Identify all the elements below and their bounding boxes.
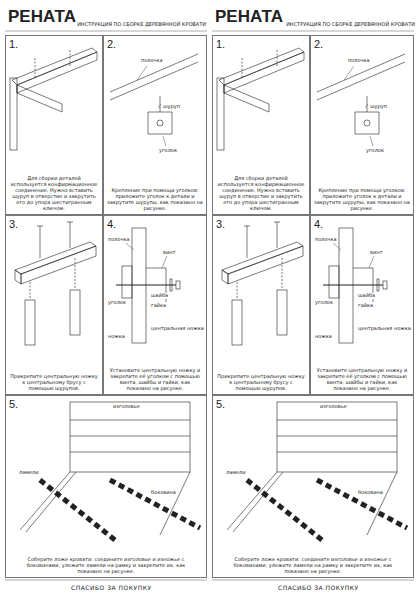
step-caption: Для сборки деталей используется конфирма… xyxy=(9,175,99,211)
part-label: ножка xyxy=(314,334,333,340)
part-label: полочка xyxy=(314,237,338,243)
step-number: 5. xyxy=(216,398,225,410)
step-number: 4. xyxy=(314,218,323,230)
step-panel: 3. Прикрепите центральную ножку к централ… xyxy=(5,215,103,395)
step-number: 5. xyxy=(9,398,18,410)
step-panel: 1. Для сборки деталей используется конфир… xyxy=(5,35,103,215)
part-label: боковина xyxy=(357,490,384,496)
part-label: СПАСИБО ЗА ПОКУПКУ xyxy=(277,585,360,592)
part-label: изголовье xyxy=(112,404,141,410)
part-label: винт xyxy=(162,250,176,256)
part-label: боковина xyxy=(150,490,177,496)
part-label: уголок xyxy=(107,300,127,306)
part-label: уголок xyxy=(158,148,178,154)
step-panel: 1. Для сборки деталей используется конфир… xyxy=(212,35,310,215)
part-label: ИНСТРУКЦИЯ ПО СБОРКЕ ДЕРЕВЯННОЙ КРОВАТИ xyxy=(76,22,207,28)
step-caption: Крепление при помощи уголков: приложите … xyxy=(314,187,410,211)
part-label: ИНСТРУКЦИЯ ПО СБОРКЕ ДЕРЕВЯННОЙ КРОВАТИ xyxy=(285,22,416,28)
part-label: уголок xyxy=(365,148,385,154)
step-caption: Для сборки деталей используется конфирма… xyxy=(216,175,306,211)
step-panel: 3. Прикрепите центральную ножку к централ… xyxy=(212,215,310,395)
part-label: гайка xyxy=(357,303,374,309)
step-number: 2. xyxy=(107,38,116,50)
part-label: гайка xyxy=(150,303,167,309)
step-number: 4. xyxy=(107,218,116,230)
part-label: полочка xyxy=(347,58,371,64)
part-label: шайба xyxy=(150,293,169,299)
step-number: 2. xyxy=(314,38,323,50)
part-label: полочка xyxy=(140,58,164,64)
step-number: 3. xyxy=(216,218,225,230)
part-label: шуруп xyxy=(369,104,388,110)
step-number: 1. xyxy=(9,38,18,50)
step-panel: 5. Соберите ложе кровати: соедините изгол… xyxy=(5,395,207,578)
part-label: полочка xyxy=(107,237,131,243)
step-panel: 5. Соберите ложе кровати: соедините изгол… xyxy=(212,395,414,578)
step-caption: Соберите ложе кровати: соедините изголов… xyxy=(20,556,192,574)
page-title: РЕНАТА xyxy=(215,8,283,25)
part-label: винт xyxy=(369,250,383,256)
part-label: ламели xyxy=(18,470,40,476)
part-label: ламели xyxy=(225,470,247,476)
step-caption: Установите центральную ножку и закрепите… xyxy=(107,367,203,391)
part-label: СПАСИБО ЗА ПОКУПКУ xyxy=(70,585,153,592)
part-label: шуруп xyxy=(162,104,181,110)
part-label: уголок xyxy=(314,300,334,306)
step-number: 3. xyxy=(9,218,18,230)
part-label: шайба xyxy=(357,293,376,299)
page-title: РЕНАТА xyxy=(8,8,76,25)
part-label: центральная ножка xyxy=(150,326,205,332)
step-caption: Крепление при помощи уголков: приложите … xyxy=(107,187,203,211)
step-caption: Прикрепите центральную ножку к центральн… xyxy=(9,373,99,391)
step-caption: Соберите ложе кровати: соедините изголов… xyxy=(227,556,399,574)
step-number: 1. xyxy=(216,38,225,50)
step-caption: Установите центральную ножку и закрепите… xyxy=(314,367,410,391)
step-caption: Прикрепите центральную ножку к центральн… xyxy=(216,373,306,391)
part-label: ножка xyxy=(107,334,126,340)
part-label: центральная ножка xyxy=(357,326,412,332)
part-label: изголовье xyxy=(319,404,348,410)
